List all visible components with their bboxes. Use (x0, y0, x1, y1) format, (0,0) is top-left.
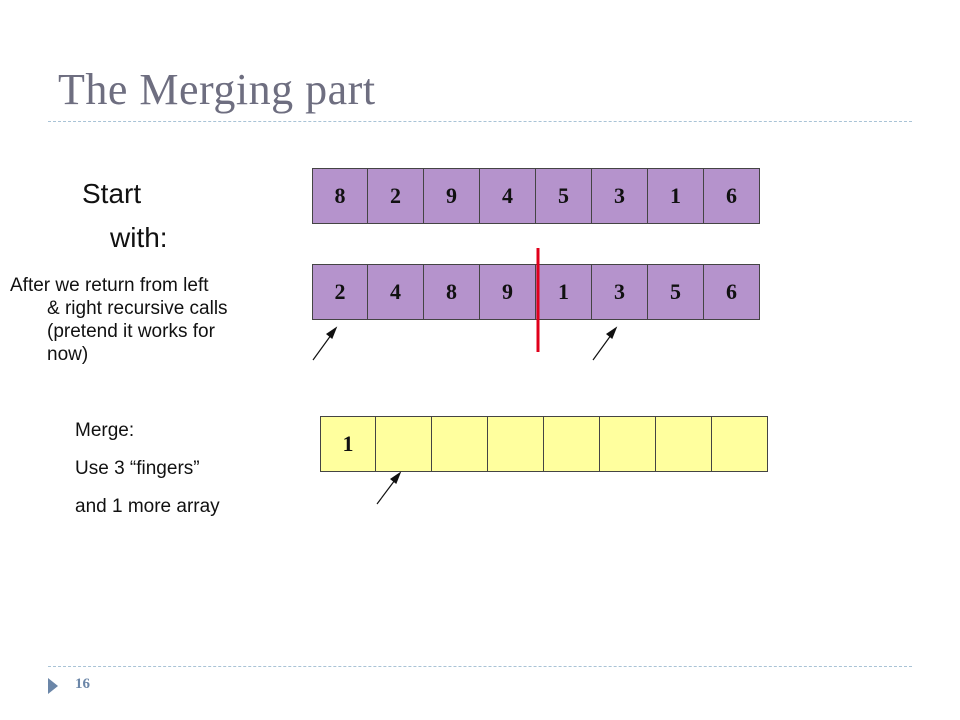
array-cell: 6 (704, 264, 760, 320)
title-divider (48, 121, 912, 122)
page-number: 16 (75, 676, 90, 692)
left-finger-arrowhead (325, 326, 338, 339)
array-cell: 1 (536, 264, 592, 320)
array-cell: 1 (320, 416, 376, 472)
array-cell (712, 416, 768, 472)
merge-array-label: and 1 more array (75, 496, 220, 517)
note-line: (pretend it works for (47, 321, 215, 342)
note-line: now) (47, 344, 89, 365)
slide-title: The Merging part (58, 65, 376, 114)
array-cell: 5 (648, 264, 704, 320)
after-recursion-note: After we return from left & right recurs… (10, 274, 300, 366)
array-cell: 4 (368, 264, 424, 320)
start-label-line2: with: (110, 222, 168, 253)
array-cell (376, 416, 432, 472)
array-cell (656, 416, 712, 472)
array-cell: 9 (480, 264, 536, 320)
note-line: & right recursive calls (47, 298, 228, 319)
merge-label: Merge: (75, 420, 135, 441)
merge-fingers-label: Use 3 “fingers” (75, 458, 200, 479)
array-cell (488, 416, 544, 472)
array-cell: 2 (368, 168, 424, 224)
footer-triangle-icon (48, 678, 58, 694)
array-cell: 6 (704, 168, 760, 224)
note-line: After we return from left (10, 275, 209, 296)
array-cell (544, 416, 600, 472)
array-cell: 2 (312, 264, 368, 320)
array-cell: 8 (424, 264, 480, 320)
sorted-halves-array: 2 4 8 9 1 3 5 6 (312, 264, 760, 320)
array-cell: 9 (424, 168, 480, 224)
array-cell: 3 (592, 168, 648, 224)
array-cell: 5 (536, 168, 592, 224)
start-array: 8 2 9 4 5 3 1 6 (312, 168, 760, 224)
array-cell (600, 416, 656, 472)
array-cell: 1 (648, 168, 704, 224)
output-finger-arrowhead (389, 471, 402, 484)
merged-output-array: 1 (320, 416, 768, 472)
array-cell (432, 416, 488, 472)
array-cell: 3 (592, 264, 648, 320)
start-label-line1: Start (82, 178, 142, 209)
right-finger-arrowhead (605, 326, 618, 339)
array-cell: 8 (312, 168, 368, 224)
footer-divider (48, 666, 912, 667)
array-cell: 4 (480, 168, 536, 224)
